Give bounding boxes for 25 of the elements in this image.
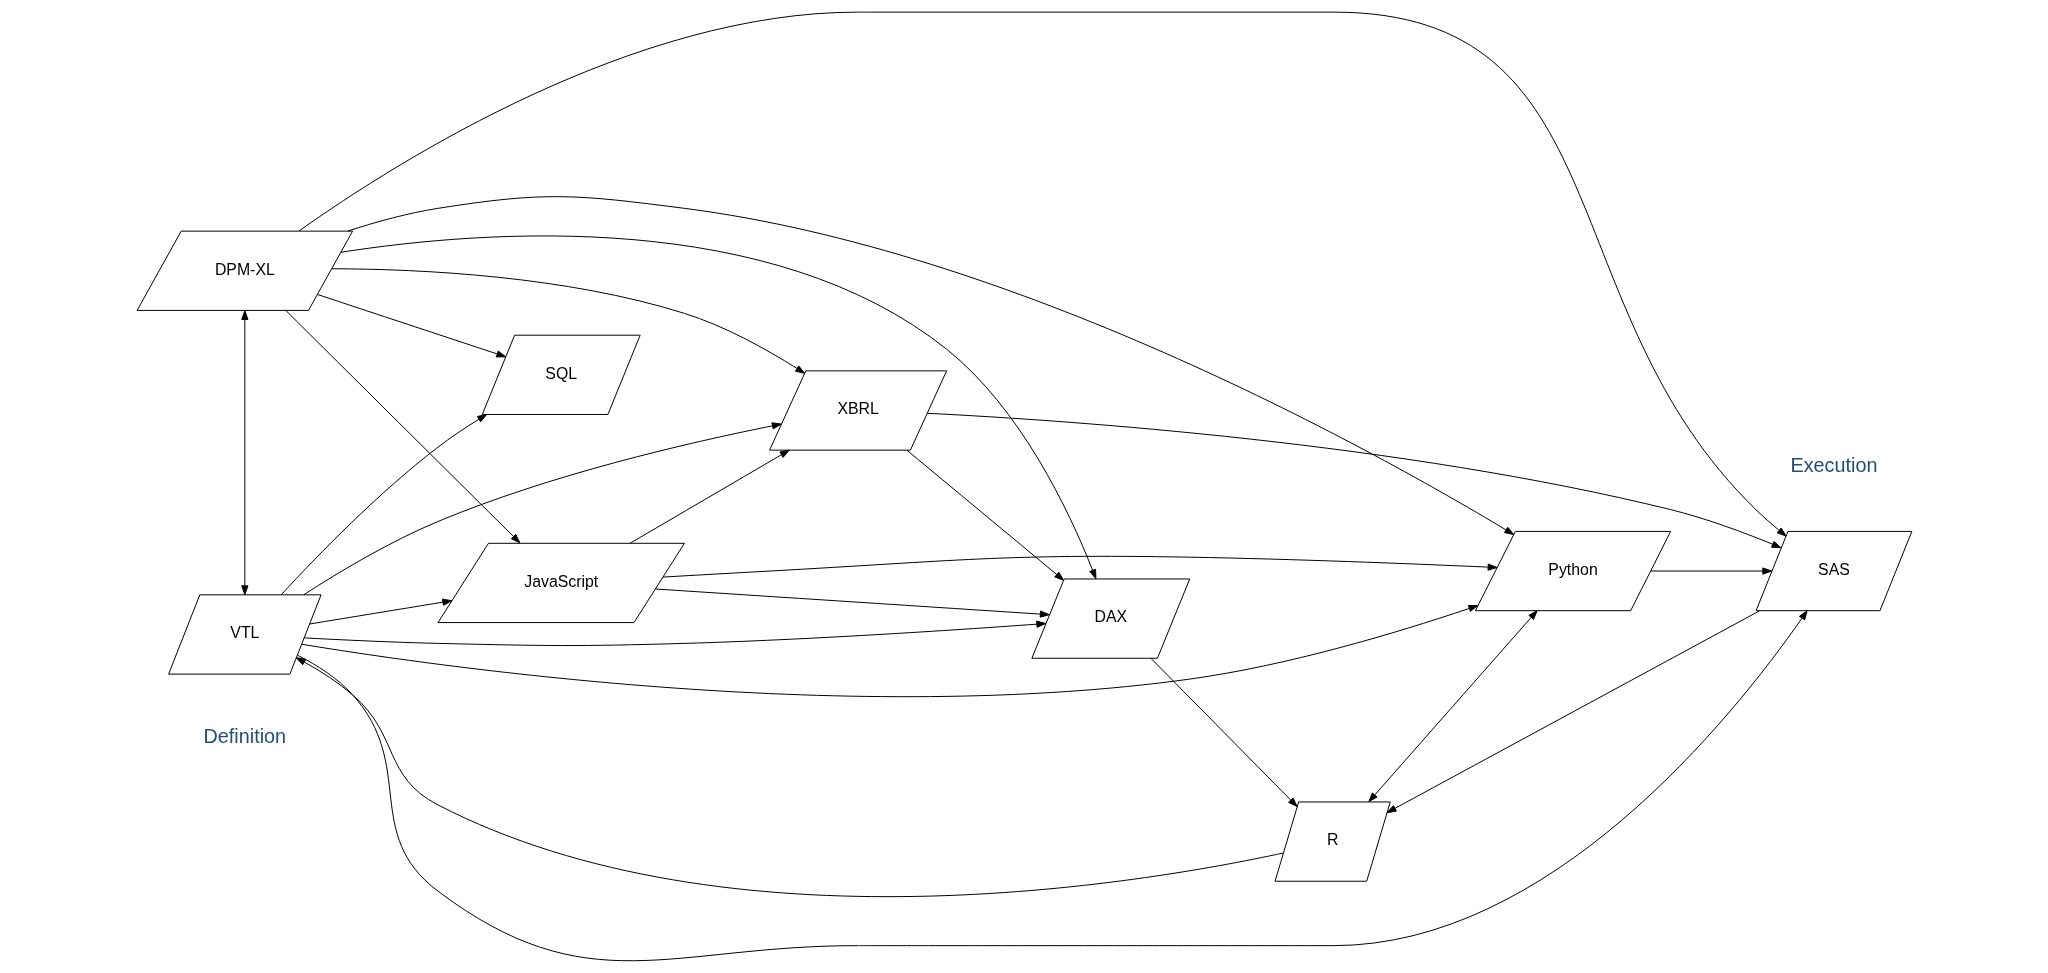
arrow — [926, 412, 1781, 549]
arrow — [284, 310, 520, 544]
arrow — [298, 11, 1787, 537]
arrow — [629, 449, 790, 544]
arrow — [303, 620, 1046, 647]
arrow — [1150, 657, 1298, 807]
arrow — [308, 598, 452, 625]
arrow — [339, 235, 1096, 580]
arrow — [300, 604, 1478, 698]
label: Execution — [1789, 453, 1877, 476]
arrow — [331, 268, 805, 374]
arrow — [1649, 567, 1772, 575]
arrow — [654, 588, 1050, 618]
arrow — [906, 449, 1064, 581]
arrow — [296, 610, 1808, 962]
arrow — [1367, 610, 1538, 803]
label: Definition — [203, 725, 286, 748]
arrow — [280, 414, 487, 596]
arrow — [1386, 610, 1760, 814]
arrow — [302, 422, 782, 596]
arrow — [316, 294, 506, 358]
arrow — [346, 196, 1514, 536]
arrow — [240, 310, 248, 596]
arrow — [662, 555, 1497, 578]
arrow — [295, 657, 1284, 897]
